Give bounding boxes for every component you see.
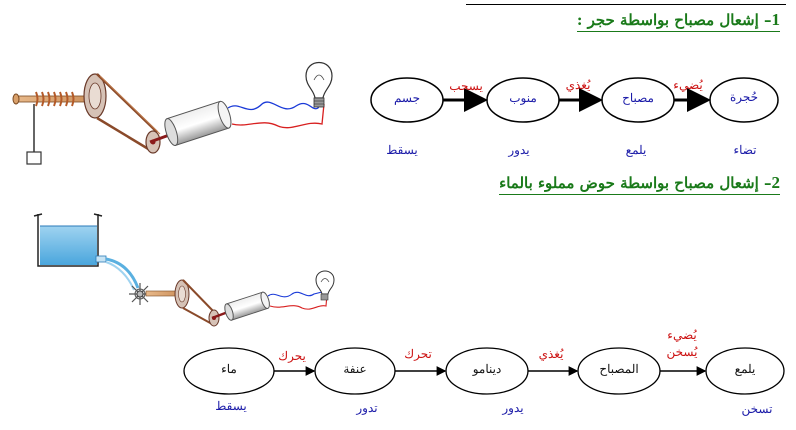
chain-2 (183, 347, 785, 395)
chain2-node-turbine-label: عنفة (343, 362, 367, 376)
section2-heading: 2– إشعال مصباح بواسطة حوض مملوء بالماء (499, 173, 780, 195)
illustration-stone-generator (12, 61, 333, 165)
chain2-action-rotates: يدور (502, 401, 524, 415)
chain2-action-heats: تسخن (741, 402, 773, 416)
section1-number: 1 (771, 10, 781, 29)
chain1-arrow-label-pulls: يسحب (449, 79, 483, 93)
chain1-action-rotates: يدور (508, 143, 530, 157)
section1-heading: 1– إشعال مصباح بواسطة حجر : (576, 10, 781, 32)
chain1-arrow-label-lights: يُضيء (673, 78, 703, 92)
chain1-node-alternator-label: منوب (509, 91, 537, 105)
section2-number: 2 (771, 173, 781, 192)
chain2-node-lamp-label: المصباح (599, 362, 639, 376)
chain1-node-room-label: حُجرة (729, 90, 759, 104)
chain2-arrow-label-moves-f: تحرك (404, 347, 432, 361)
chain2-arrow-label-feeds: يُغذي (538, 347, 564, 361)
chain2-action-falls: يسقط (215, 399, 247, 413)
chain1-node-lamp-label: مصباح (622, 91, 654, 105)
top-rule (466, 4, 786, 5)
chain2-node-dynamo-label: دينامو (472, 362, 502, 376)
chain1-action-lit: تضاء (733, 143, 757, 157)
chain1-action-shines: يلمع (625, 143, 647, 157)
chain2-arrow-label-lights: يُضيء (667, 328, 697, 342)
illustration-water-turbine (33, 213, 335, 327)
chain2-node-water-label: ماء (221, 362, 237, 376)
chain2-action-turns: تدور (356, 401, 378, 415)
chain1-action-falls: يسقط (386, 143, 418, 157)
chain2-arrow-label-moves: يحرك (278, 349, 306, 363)
chain2-arrow-label-heats: يُسخن (666, 345, 698, 359)
chain1-arrow-label-feeds: يُغذي (565, 78, 591, 92)
section1-title: – إشعال مصباح بواسطة حجر : (576, 11, 772, 29)
section2-title: – إشعال مصباح بواسطة حوض مملوء بالماء (499, 174, 772, 192)
chain2-node-shines-label: يلمع (734, 362, 756, 376)
chain-1 (370, 77, 779, 123)
chain1-node-body-label: جسم (393, 91, 421, 105)
